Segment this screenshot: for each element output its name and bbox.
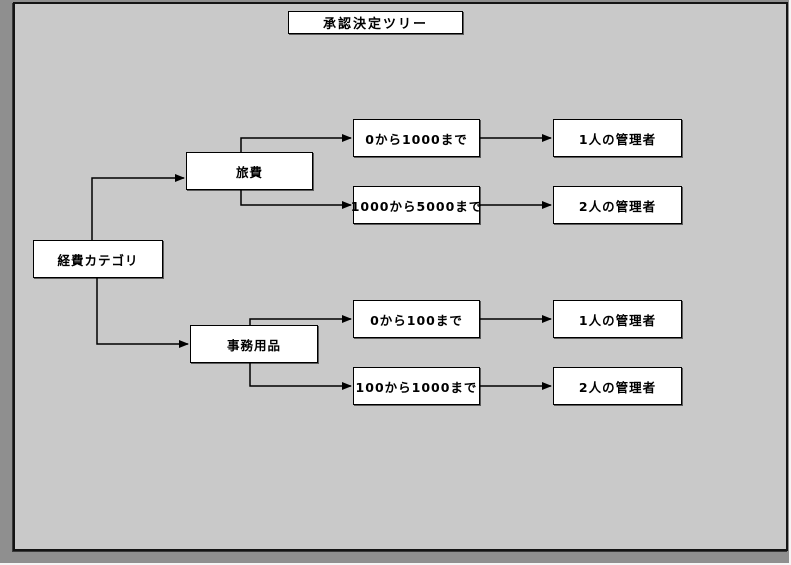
node-managers-1-office[interactable]: 1人の管理者 bbox=[553, 300, 682, 338]
node-travel-expenses[interactable]: 旅費 bbox=[186, 152, 313, 190]
diagram-title-box: 承認決定ツリー bbox=[288, 11, 463, 34]
node-range-0-1000[interactable]: 0から1000まで bbox=[353, 119, 480, 157]
node-managers-1-travel[interactable]: 1人の管理者 bbox=[553, 119, 682, 157]
node-range-0-100[interactable]: 0から100まで bbox=[353, 300, 480, 338]
node-range-100-1000[interactable]: 100から1000まで bbox=[353, 367, 480, 405]
diagram-title-text: 承認決定ツリー bbox=[322, 17, 428, 32]
node-range-1000-5000[interactable]: 1000から5000まで bbox=[351, 186, 481, 224]
node-office-supplies[interactable]: 事務用品 bbox=[190, 325, 318, 363]
node-managers-2-office[interactable]: 2人の管理者 bbox=[553, 367, 682, 405]
node-managers-2-travel[interactable]: 2人の管理者 bbox=[553, 186, 682, 224]
node-expense-category[interactable]: 経費カテゴリ bbox=[33, 240, 163, 278]
